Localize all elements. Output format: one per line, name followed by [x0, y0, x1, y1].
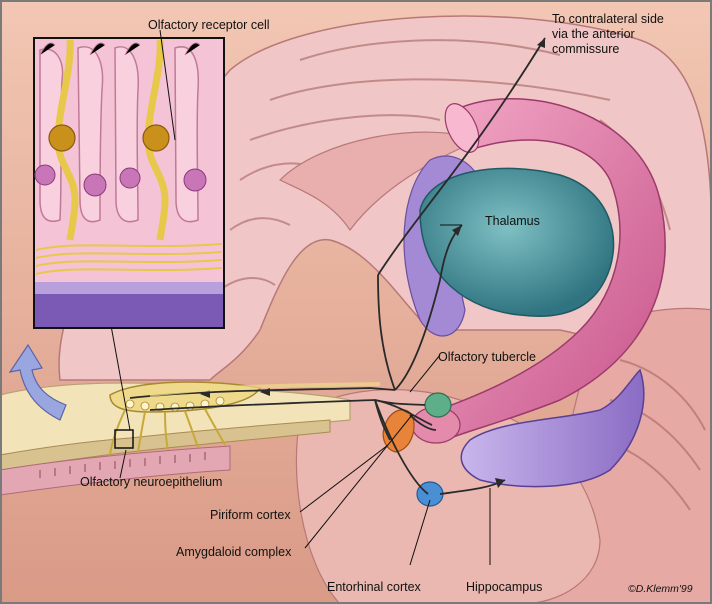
label-olfactory-tubercle: Olfactory tubercle [438, 350, 536, 364]
olfactory-tubercle [424, 392, 452, 418]
label-piriform-cortex: Piriform cortex [210, 508, 291, 522]
label-hippocampus: Hippocampus [466, 580, 543, 594]
label-contralateral-line2: via the anterior [552, 27, 635, 41]
label-amygdaloid-complex: Amygdaloid complex [176, 545, 292, 559]
label-olfactory-receptor-cell: Olfactory receptor cell [148, 18, 270, 32]
label-contralateral-line1: To contralateral side [552, 12, 664, 26]
pathway-arrowheads [200, 38, 545, 488]
neuroepithelium-box [114, 429, 134, 449]
label-contralateral-line3: commissure [552, 42, 620, 56]
label-entorhinal-cortex: Entorhinal cortex [327, 580, 421, 594]
hippocampus [460, 368, 645, 488]
inset-callout-line [109, 319, 131, 431]
artist-signature: ©D.Klemm'99 [628, 583, 693, 595]
entorhinal-cortex [416, 481, 444, 507]
olfactory-tract-pathways [129, 37, 546, 495]
label-thalamus: Thalamus [485, 214, 540, 228]
airflow-arrow [8, 343, 67, 421]
nasal-cribriform-region [0, 382, 351, 496]
label-leader-lines [119, 29, 491, 566]
label-olfactory-neuroepithelium: Olfactory neuroepithelium [80, 475, 223, 489]
olfactory-nerve-fibers [109, 408, 226, 456]
thalamus [419, 167, 615, 317]
olfactory-epithelium-inset [33, 37, 225, 329]
fornix-cut-end [444, 103, 480, 153]
